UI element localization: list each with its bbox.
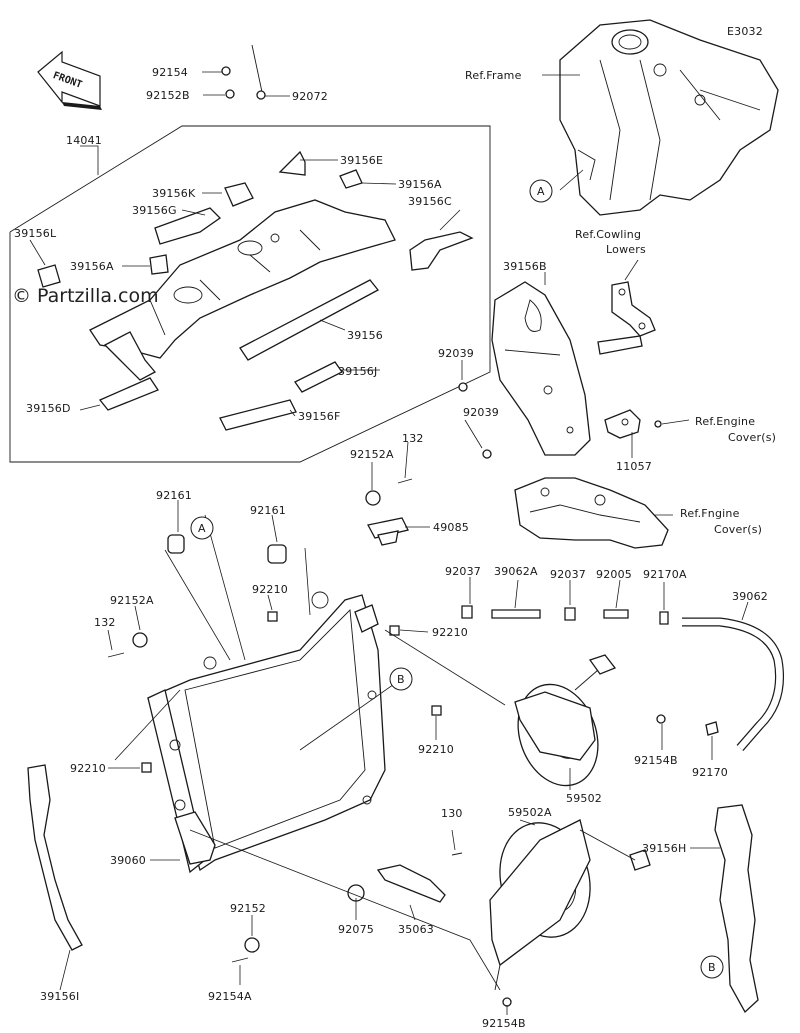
guard-plate-39156B: [491, 281, 591, 456]
group-outline-14041: [9, 125, 491, 463]
hose-39062A: [461, 605, 669, 625]
part-label: 92161: [156, 489, 192, 502]
part-label: 92210: [432, 626, 468, 639]
part-label: 92210: [418, 743, 454, 756]
ref-frame-label: Ref.Frame: [465, 69, 522, 82]
part-label: 92161: [250, 504, 286, 517]
part-label: 59502: [566, 792, 602, 805]
part-label: 39156K: [152, 187, 196, 200]
part-label: 92037: [550, 568, 586, 581]
part-label: 39156B: [503, 260, 547, 273]
part-label: 92072: [292, 90, 328, 103]
side-cover-39156I: [27, 764, 83, 951]
ref-cowling-label: Ref.Cowling: [575, 228, 641, 241]
part-label: 92005: [596, 568, 632, 581]
part-label: 92037: [445, 565, 481, 578]
part-label: 92170: [692, 766, 728, 779]
part-label: 92075: [338, 923, 374, 936]
side-cover-39156H: [714, 804, 759, 1014]
ref-engine-cover-2-label: Ref.Fngine: [680, 507, 740, 520]
part-label: 92152: [230, 902, 266, 915]
cowling-bracket-drawing: [597, 281, 656, 355]
part-labels: 92154 92152B 92072 14041 39156E 39156K 3…: [14, 66, 768, 1030]
diagram-code: E3032: [727, 25, 763, 38]
part-label: 92039: [463, 406, 499, 419]
watermark: © Partzilla.com: [12, 285, 159, 307]
part-label: 92154A: [208, 990, 252, 1003]
part-label: 59502A: [508, 806, 552, 819]
part-label: 39156A: [70, 260, 114, 273]
radiator-cap-49085: [367, 517, 409, 546]
fan-59502: [514, 654, 617, 787]
ref-engine-cover-2-label-2: Cover(s): [714, 523, 762, 536]
part-label: 35063: [398, 923, 434, 936]
part-label: 49085: [433, 521, 469, 534]
radiator-core-39060: [147, 591, 386, 874]
fasteners-drawing: [107, 44, 719, 1007]
part-label: 92039: [438, 347, 474, 360]
shroud-assembly-drawing: [37, 150, 474, 431]
part-label: 39156F: [298, 410, 341, 423]
front-arrow-icon: FRONT: [37, 50, 102, 110]
part-label: 130: [441, 807, 463, 820]
callout-a-frame: A: [529, 179, 553, 203]
part-label: 39156: [347, 329, 383, 342]
part-label: 92210: [70, 762, 106, 775]
ref-engine-cover-label: Ref.Engine: [695, 415, 755, 428]
svg-text:B: B: [397, 673, 405, 686]
part-label: 92170A: [643, 568, 687, 581]
part-label: 11057: [616, 460, 652, 473]
part-label: 39156H: [642, 842, 686, 855]
part-label: 92154B: [634, 754, 678, 767]
leader-lines: [29, 71, 749, 1015]
part-label: 92154B: [482, 1017, 526, 1030]
bracket-11057: [604, 409, 641, 439]
part-label: 92152A: [350, 448, 394, 461]
part-label: 92154: [152, 66, 188, 79]
bracket-35063: [376, 864, 446, 903]
engine-cover-reference-drawing: [514, 477, 669, 549]
part-label: 39156G: [132, 204, 177, 217]
hose-39062: [682, 617, 785, 751]
part-label: 132: [94, 616, 116, 629]
part-label: 39156I: [40, 990, 79, 1003]
part-label: 14041: [66, 134, 102, 147]
part-label: 92210: [252, 583, 288, 596]
fan-59502A: [489, 819, 651, 991]
ref-engine-cover-label-2: Cover(s): [728, 431, 776, 444]
part-label: 39156E: [340, 154, 383, 167]
frame-reference-drawing: [559, 19, 779, 216]
part-label: 39062: [732, 590, 768, 603]
callout-a-grommet: A: [190, 516, 214, 540]
part-label: 39060: [110, 854, 146, 867]
part-label: 92152B: [146, 89, 190, 102]
svg-text:A: A: [198, 522, 206, 535]
callout-b-side-cover: B: [700, 955, 724, 979]
svg-text:B: B: [708, 961, 716, 974]
part-label: 132: [402, 432, 424, 445]
part-label: 39156A: [398, 178, 442, 191]
part-label: 92152A: [110, 594, 154, 607]
part-label: 39156C: [408, 195, 452, 208]
part-label: 39156J: [338, 365, 377, 378]
part-label: 39156L: [14, 227, 57, 240]
callout-b-radiator: B: [389, 667, 413, 691]
ref-cowling-lowers-label: Lowers: [606, 243, 646, 256]
part-label: 39156D: [26, 402, 71, 415]
part-label: 39062A: [494, 565, 538, 578]
svg-text:A: A: [537, 185, 545, 198]
